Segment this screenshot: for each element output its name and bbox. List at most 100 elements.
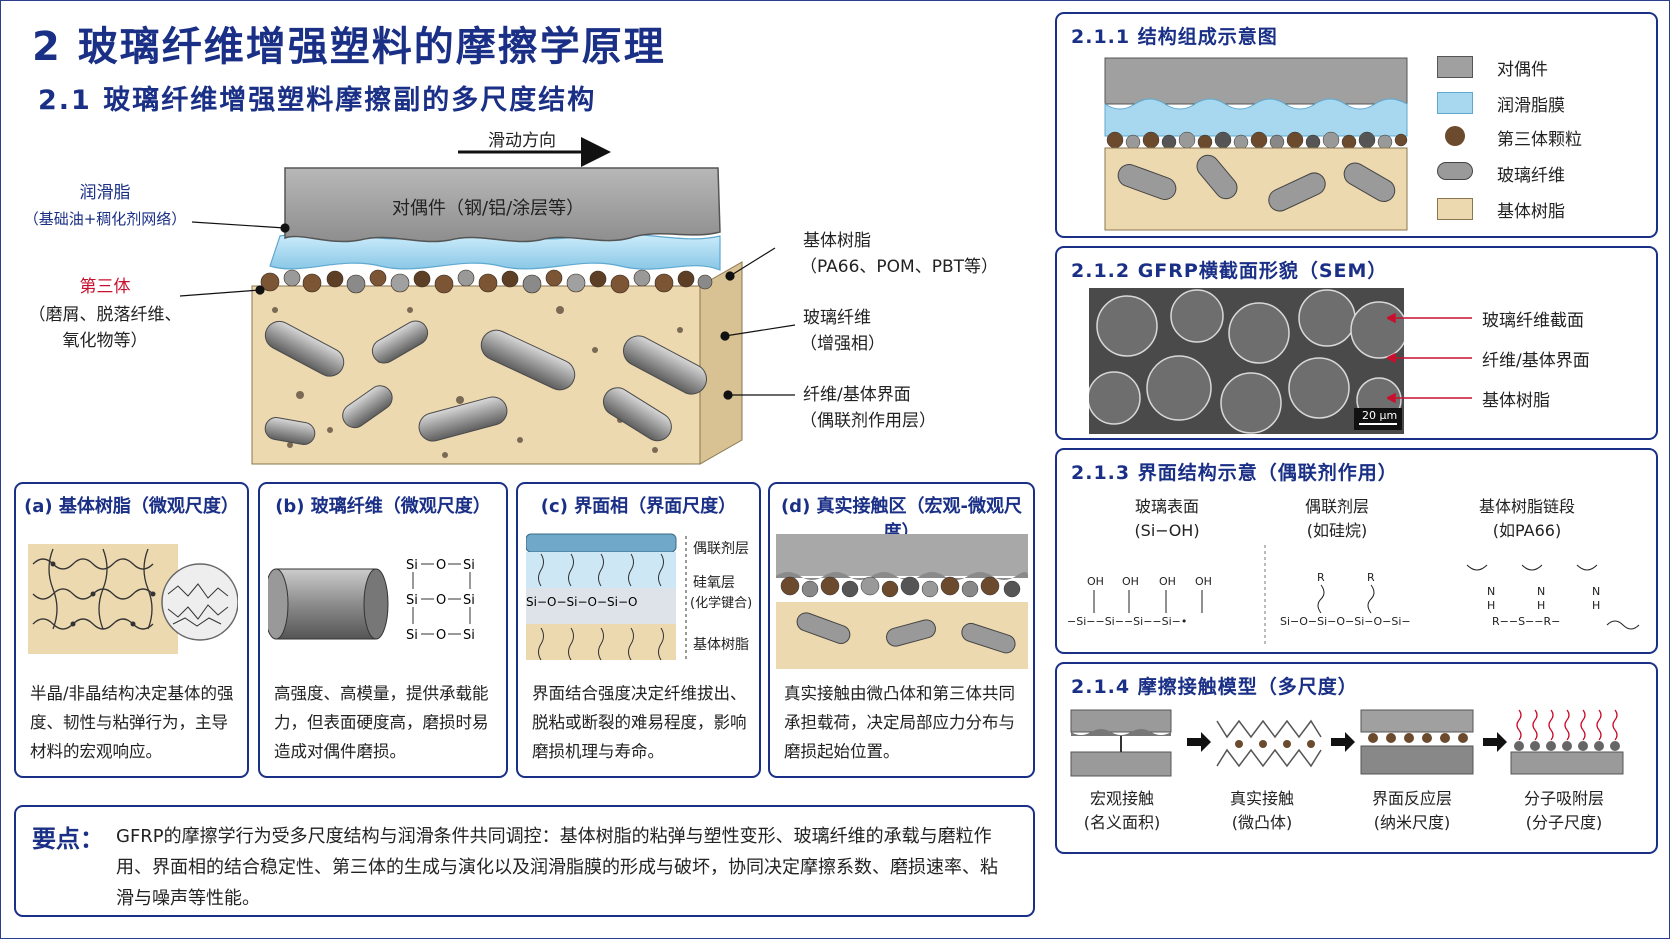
step-2-detail: (微凸体) [1231,813,1293,832]
step-4-label: 分子吸附层 [1523,789,1604,808]
svg-text:H: H [1537,599,1545,612]
resin-chain-label: 基体树脂链段 [1478,497,1575,516]
svg-text:Si: Si [406,628,418,643]
svg-text:Si: Si [463,628,475,643]
counterpart-block [284,167,721,243]
glass-surface-detail: (Si−OH) [1134,521,1200,540]
real-contact-illustration [776,534,1028,669]
panel-structure-composition: 2.1.1 结构组成示意图 对偶件 润滑脂膜 第三体颗粒 玻璃 [1055,12,1658,238]
step-1-detail: (名义面积) [1083,813,1161,832]
coupling-chemistry-illustration: OH OH OH OH −Si−−Si−−Si−−Si−• Si−O−Si−O−Si−… [1067,545,1640,645]
svg-text:OH: OH [1195,575,1212,588]
grease-detail: （基础油+稠化剂网络） [23,210,187,228]
panel-213-title: 2.1.3 界面结构示意（偶联剂作用） [1071,462,1398,484]
page-title: 2 玻璃纤维增强塑料的摩擦学原理 [32,24,666,70]
resin-detail: （PA66、POM、PBT等） [800,257,999,277]
svg-text:OH: OH [1122,575,1139,588]
scale-bar-label: 20 μm [1362,409,1397,422]
sem-image: 20 μm [1089,288,1404,434]
svg-text:O: O [436,628,446,643]
svg-text:H: H [1592,599,1600,612]
coupling-layer-label: 偶联剂层 [693,541,749,557]
panel-212-title: 2.1.2 GFRP横截面形貌（SEM） [1071,260,1388,282]
svg-text:Si: Si [463,558,475,573]
structure-composition-illustration [1104,57,1408,231]
svg-text:R: R [1317,571,1325,584]
panel-a-title: (a) 基体树脂（微观尺度） [24,496,239,517]
chemical-bond-label: (化学键合) [690,596,753,611]
contact-model-illustration [1070,709,1624,777]
sem-label-interface: 纤维/基体界面 [1482,351,1590,371]
panel-211-title: 2.1.1 结构组成示意图 [1071,26,1278,48]
svg-text:N: N [1537,585,1545,598]
third-body-detail-1: （磨屑、脱落纤维、 [28,305,182,325]
svg-text:N: N [1592,585,1600,598]
reaction-layer-icon [1360,709,1474,775]
summary-label: 要点： [32,825,104,853]
third-body-particles [260,269,713,294]
svg-text:OH: OH [1087,575,1104,588]
panel-interface: (c) 界面相（界面尺度） Si−O−Si−O−Si−O 偶联剂层 硅氧层 (化… [516,482,761,778]
resin-chain-detail: (如PA66) [1492,521,1562,540]
panel-matrix-resin: (a) 基体树脂（微观尺度） 半晶/非晶结构决定基体的强度、韧性与粘弹行为，主导… [14,482,249,778]
real-contact-icon [1216,719,1322,768]
panel-b-title: (b) 玻璃纤维（微观尺度） [275,496,491,517]
step-3-label: 界面反应层 [1371,789,1452,808]
panel-real-contact: (d) 真实接触区（宏观-微观尺度） 真实接触由微凸体和第三体共同承担载荷，决定… [768,482,1035,778]
summary-text: GFRP的摩擦学行为受多尺度结构与润滑条件共同调控：基体树脂的粘弹与塑性变形、玻… [116,826,998,909]
interface-detail: （偶联剂作用层） [800,411,936,431]
matrix-resin-block [251,285,701,465]
panel-c-title: (c) 界面相（界面尺度） [540,496,737,517]
panel-sem: 2.1.2 GFRP横截面形貌（SEM） 20 μm 玻璃纤维截面 纤维/基体界… [1055,246,1658,440]
grease-label: 润滑脂 [79,183,131,203]
resin-label: 基体树脂 [803,231,871,251]
step-1-label: 宏观接触 [1089,789,1154,808]
section-subtitle: 2.1 玻璃纤维增强塑料摩擦副的多尺度结构 [38,85,597,116]
coupling-agent-label: 偶联剂层 [1304,497,1369,516]
svg-text:O: O [436,593,446,608]
resin-layer-label: 基体树脂 [693,637,749,653]
svg-text:Si: Si [463,593,475,608]
macro-contact-icon [1070,709,1172,777]
glass-fibers [264,320,707,445]
summary-panel: 要点： GFRP的摩擦学行为受多尺度结构与润滑条件共同调控：基体树脂的粘弹与塑性… [14,805,1035,917]
panel-interface-structure: 2.1.3 界面结构示意（偶联剂作用） 玻璃表面 (Si−OH) 偶联剂层 (如… [1055,448,1658,654]
molecular-layer-icon [1510,709,1624,775]
fiber-detail: （增强相） [800,334,885,354]
step-2-label: 真实接触 [1229,789,1294,808]
svg-text:H: H [1487,599,1495,612]
sliding-direction-label: 滑动方向 [488,131,556,151]
svg-text:−Si−−Si−−Si−−Si−•: −Si−−Si−−Si−−Si−• [1067,615,1187,628]
siloxane-layer-label: 硅氧层 [693,575,735,591]
svg-text:Si: Si [406,558,418,573]
svg-text:R−−S−−R−: R−−S−−R− [1492,615,1560,628]
svg-text:R: R [1367,571,1375,584]
coupling-agent-detail: (如硅烷) [1306,521,1368,540]
third-body-detail-2: 氧化物等） [62,331,148,351]
main-diagram [179,137,796,465]
panel-214-title: 2.1.4 摩擦接触模型（多尺度） [1071,676,1358,698]
fiber-label: 玻璃纤维 [803,308,871,328]
svg-text:Si: Si [406,593,418,608]
svg-text:Si−O−Si−O−Si−O: Si−O−Si−O−Si−O [526,595,637,609]
svg-text:O: O [436,558,446,573]
step-4-detail: (分子尺度) [1525,813,1603,832]
matrix-resin-illustration [28,544,238,654]
panel-d-description: 真实接触由微凸体和第三体共同承担载荷，决定局部应力分布与磨损起始位置。 [784,684,1015,761]
panel-a-description: 半晶/非晶结构决定基体的强度、韧性与粘弹行为，主导材料的宏观响应。 [30,684,234,761]
sem-label-fiber-section: 玻璃纤维截面 [1482,311,1584,331]
panel-contact-model: 2.1.4 摩擦接触模型（多尺度） [1055,662,1658,854]
svg-text:OH: OH [1159,575,1176,588]
svg-text:Si−O−Si−O−Si−O−Si−: Si−O−Si−O−Si−O−Si− [1280,615,1411,628]
step-3-detail: (纳米尺度) [1373,813,1451,832]
panel-b-description: 高强度、高模量，提供承载能力，但表面硬度高，磨损时易造成对偶件磨损。 [274,684,489,761]
interface-label: 纤维/基体界面 [803,385,911,405]
counterpart-label: 对偶件（钢/铝/涂层等） [392,198,585,219]
third-body-label: 第三体 [79,277,131,297]
glass-surface-label: 玻璃表面 [1134,497,1199,516]
panel-c-description: 界面结合强度决定纤维拔出、脱粘或断裂的难易程度，影响磨损机理与寿命。 [532,684,747,761]
sem-label-resin: 基体树脂 [1482,391,1550,411]
